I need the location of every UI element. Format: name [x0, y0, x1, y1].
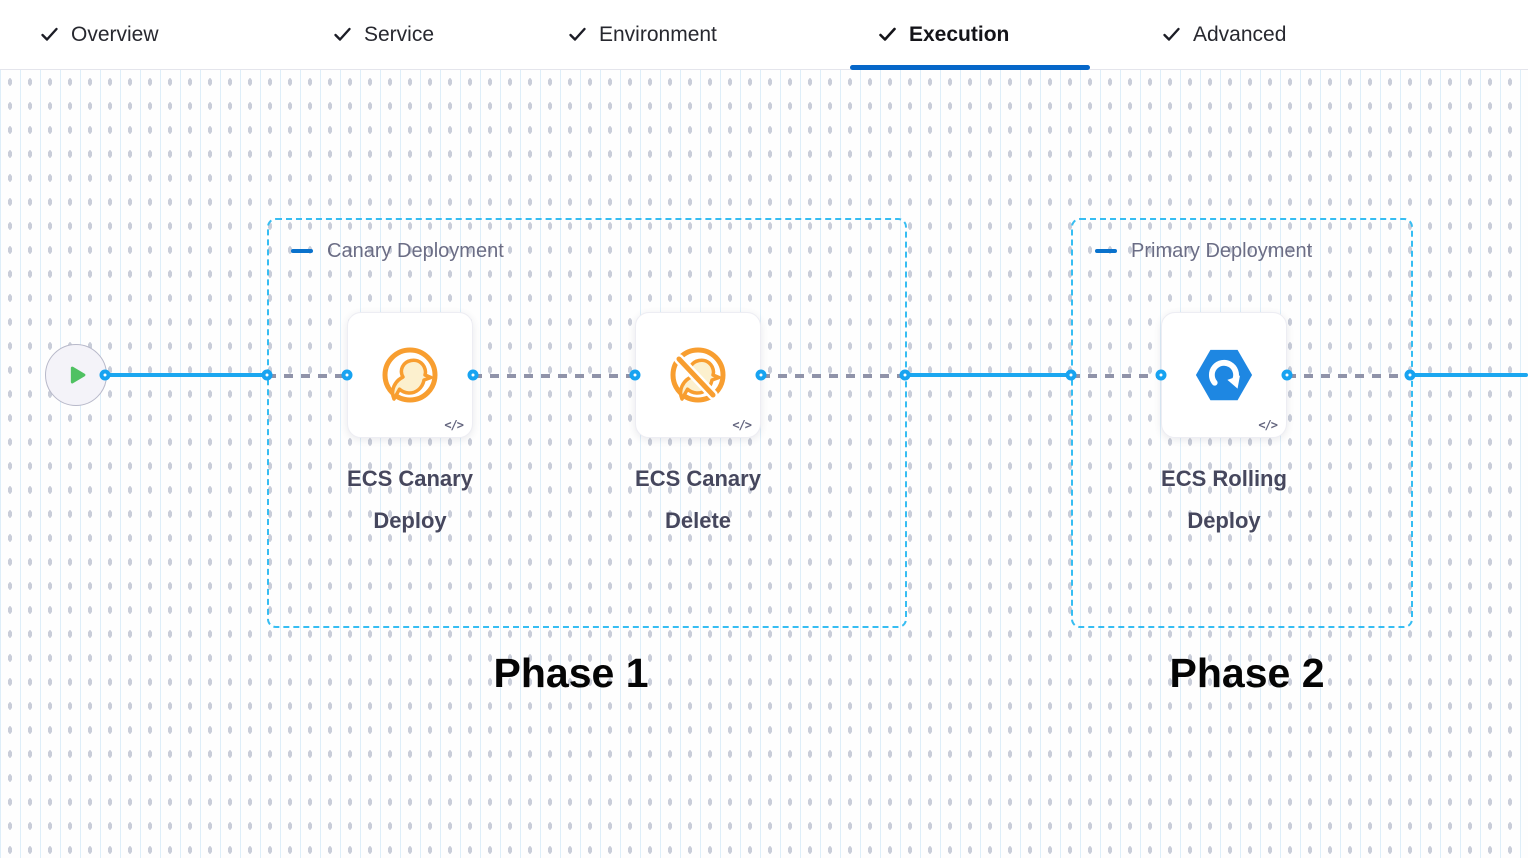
- collapse-group-icon[interactable]: [291, 243, 315, 259]
- tab-label: Service: [364, 22, 435, 46]
- flow-line-dashed: [1071, 374, 1161, 378]
- tab-label: Overview: [71, 22, 159, 46]
- connector-port[interactable]: [899, 369, 911, 381]
- connector-port[interactable]: [1404, 369, 1416, 381]
- tab-environment[interactable]: Environment: [568, 0, 717, 69]
- flow-line: [905, 373, 1071, 377]
- minus-icon: [1095, 249, 1117, 253]
- minus-icon: [291, 249, 313, 253]
- flow-line: [105, 373, 267, 377]
- group-label: Canary Deployment: [327, 239, 504, 262]
- tab-service[interactable]: Service: [333, 0, 434, 69]
- pipeline-canvas[interactable]: Canary Deployment Primary Deployment </>: [0, 70, 1528, 858]
- config-tab-bar: Overview Service Environment Execution A…: [0, 0, 1528, 70]
- connector-port[interactable]: [1155, 369, 1167, 381]
- pipeline-start-node: [45, 344, 107, 406]
- connector-port[interactable]: [1281, 369, 1293, 381]
- play-icon: [70, 366, 86, 384]
- step-name-label: ECS Rolling Deploy: [1161, 466, 1287, 533]
- flow-line: [1410, 373, 1528, 377]
- tab-label: Execution: [909, 22, 1010, 46]
- group-label: Primary Deployment: [1131, 239, 1313, 262]
- phase-2-caption: Phase 2: [1169, 650, 1325, 696]
- connector-port[interactable]: [99, 369, 111, 381]
- collapse-group-icon[interactable]: [1095, 243, 1119, 259]
- step-name-label: ECS Canary Deploy: [347, 466, 473, 533]
- group-header: Primary Deployment: [1095, 236, 1312, 266]
- check-icon: [1163, 27, 1180, 41]
- connector-port[interactable]: [755, 369, 767, 381]
- connector-port[interactable]: [1065, 369, 1077, 381]
- phase-1-caption: Phase 1: [493, 650, 649, 696]
- check-icon: [334, 27, 351, 41]
- group-header: Canary Deployment: [291, 236, 504, 266]
- step-card-ecs-canary-delete[interactable]: </>: [635, 312, 761, 438]
- code-icon: </>: [1258, 418, 1278, 432]
- canary-icon: [382, 347, 438, 403]
- connector-port[interactable]: [467, 369, 479, 381]
- tab-label: Environment: [599, 22, 717, 46]
- tab-label: Advanced: [1193, 22, 1287, 46]
- code-icon: </>: [444, 418, 464, 432]
- step-card-ecs-rolling-deploy[interactable]: </>: [1161, 312, 1287, 438]
- tab-advanced[interactable]: Advanced: [1162, 0, 1286, 69]
- flow-line-dashed: [473, 374, 635, 378]
- active-tab-underline: [850, 65, 1090, 70]
- tab-overview[interactable]: Overview: [40, 0, 159, 69]
- stage-group-primary-deployment: Primary Deployment: [1071, 218, 1413, 628]
- check-icon: [879, 27, 896, 41]
- canary-delete-icon: [670, 347, 726, 403]
- connector-port[interactable]: [341, 369, 353, 381]
- connector-port[interactable]: [261, 369, 273, 381]
- connector-port[interactable]: [629, 369, 641, 381]
- stage-group-canary-deployment: Canary Deployment: [267, 218, 907, 628]
- flow-line-dashed: [761, 374, 905, 378]
- code-icon: </>: [732, 418, 752, 432]
- step-card-ecs-canary-deploy[interactable]: </>: [347, 312, 473, 438]
- step-name-label: ECS Canary Delete: [635, 466, 761, 533]
- tab-execution[interactable]: Execution: [878, 0, 1009, 69]
- check-icon: [569, 27, 586, 41]
- check-icon: [41, 27, 58, 41]
- flow-line-dashed: [267, 374, 347, 378]
- ecs-rolling-icon: [1195, 349, 1253, 401]
- flow-line-dashed: [1287, 374, 1410, 378]
